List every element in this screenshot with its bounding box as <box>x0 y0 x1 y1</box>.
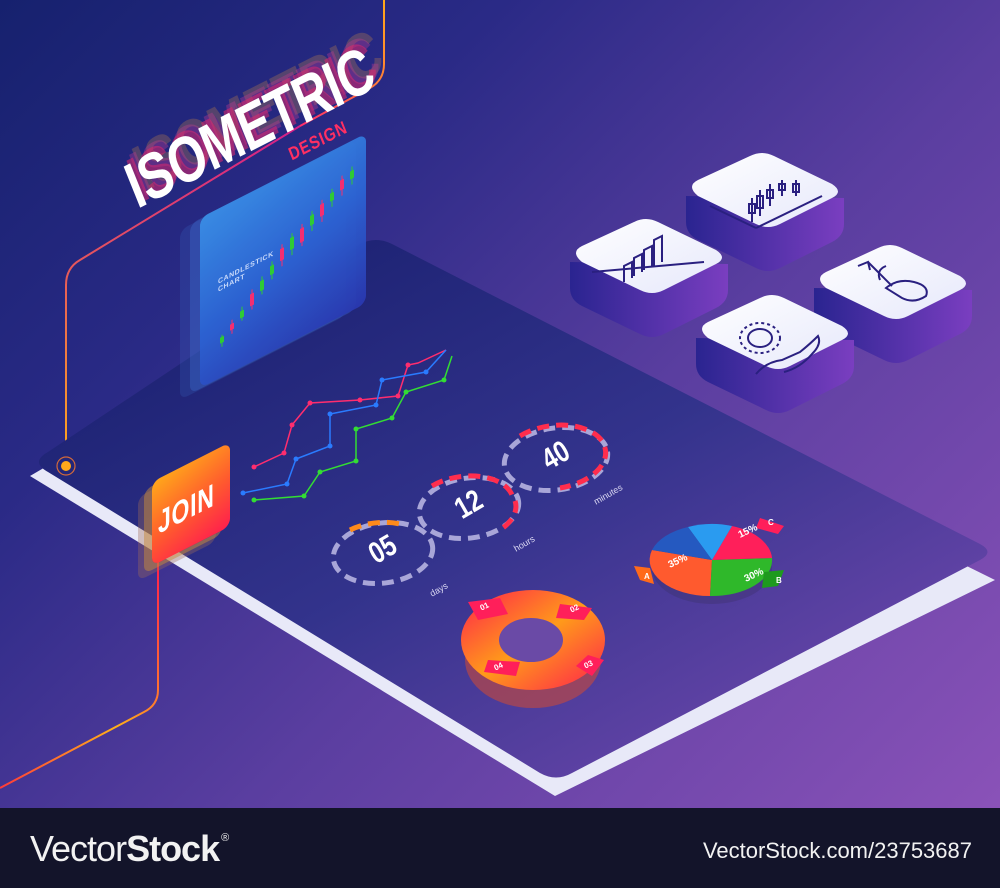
pie-chart <box>634 518 784 604</box>
candlestick-tile[interactable] <box>686 153 844 271</box>
footer-bar: VectorStock® VectorStock.com/23753687 <box>0 808 1000 888</box>
line-chart <box>240 349 453 503</box>
countdown-rings <box>330 422 611 587</box>
icon-tiles-layer <box>570 153 972 413</box>
pie-label-a: A <box>644 572 650 581</box>
illustration-scene: ISOMETRIC DESIGN CANDLESTICK CHART <box>0 0 1000 808</box>
bar-chart-icon <box>591 234 705 282</box>
candlestick-chart-card: CANDLESTICK CHART <box>200 133 366 388</box>
brand-logo: VectorStock® <box>30 828 229 869</box>
cycle-donut-chart <box>461 590 605 708</box>
join-button-label: JOIN <box>158 476 215 541</box>
pie-label-c: C <box>768 518 774 527</box>
platform-layer <box>0 0 995 796</box>
pie-label-b: B <box>776 576 782 585</box>
candlestick-chart-icon <box>709 180 823 229</box>
sun-in-hand-icon <box>739 322 821 375</box>
candlestick-icon <box>220 166 354 348</box>
swipe-up-gesture-icon <box>857 260 928 302</box>
sun-in-hand-tile[interactable] <box>696 295 854 413</box>
image-reference: VectorStock.com/23753687 <box>702 838 972 863</box>
bar-chart-tile[interactable] <box>570 219 728 337</box>
